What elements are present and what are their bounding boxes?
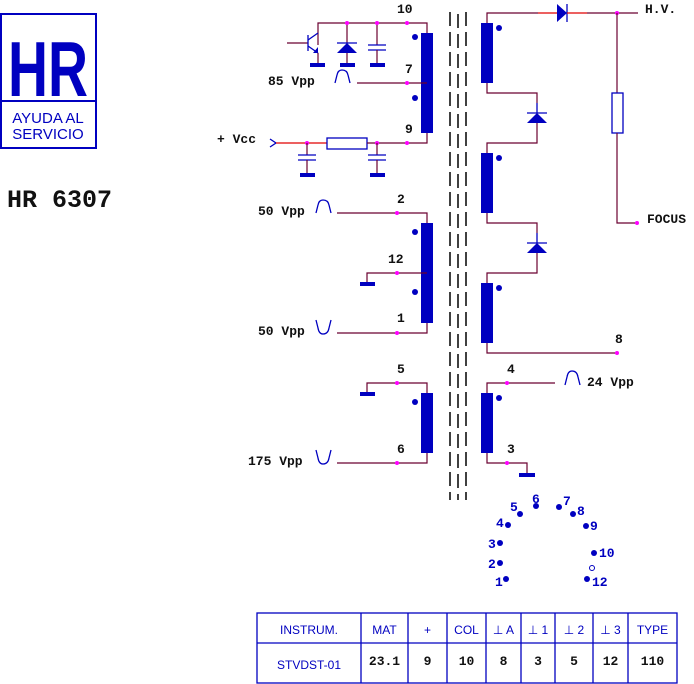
svg-text:9: 9 (590, 519, 598, 534)
svg-text:175 Vpp: 175 Vpp (248, 454, 303, 469)
svg-text:50 Vpp: 50 Vpp (258, 324, 305, 339)
table-header-cell: ⊥ 1 (528, 623, 549, 637)
inverted-pulse-icon (315, 449, 332, 465)
svg-text:12: 12 (388, 252, 404, 267)
svg-text:HR: HR (8, 25, 88, 113)
svg-text:8: 8 (615, 332, 623, 347)
cascade-diode (527, 242, 547, 253)
table-header-cell: + (424, 623, 431, 637)
cascade-diode (527, 112, 547, 123)
table-value-cell: 110 (641, 654, 665, 669)
hv-diode (557, 4, 568, 22)
svg-text:24 Vpp: 24 Vpp (587, 375, 634, 390)
svg-text:10: 10 (599, 546, 615, 561)
table-value-cell: 3 (534, 654, 542, 669)
secondary-winding-5-6: 5 6 175 Vpp (248, 362, 433, 469)
table-header-cell: COL (454, 623, 479, 637)
pulse-icon (315, 199, 332, 214)
svg-text:6: 6 (532, 492, 540, 507)
spec-table: INSTRUM. STVDST-01 MAT 23.1 +9 COL 10 ⊥ A 8 ⊥ 1 3 ⊥… (256, 612, 678, 684)
svg-text:10: 10 (397, 2, 413, 17)
high-voltage-section: H.V. 8 FOCUS (481, 2, 686, 355)
svg-text:12: 12 (592, 575, 608, 590)
vcc-input-arrow (269, 138, 278, 148)
capacitor (368, 44, 386, 67)
table-header-cell: MAT (372, 623, 397, 637)
svg-text:8: 8 (577, 504, 585, 519)
transformer-core (449, 12, 467, 500)
svg-text:+ Vcc: + Vcc (217, 132, 256, 147)
svg-text:4: 4 (507, 362, 515, 377)
model-title: HR 6307 (7, 186, 112, 215)
table-header-cell: ⊥ 2 (564, 623, 585, 637)
pulse-icon (334, 69, 351, 84)
transistor-symbol (287, 32, 325, 67)
inverted-pulse-icon (315, 319, 332, 335)
svg-text:7: 7 (563, 494, 571, 509)
table-value-cell: 12 (603, 654, 619, 669)
svg-text:4: 4 (496, 516, 504, 531)
svg-text:2: 2 (397, 192, 405, 207)
svg-text:50 Vpp: 50 Vpp (258, 204, 305, 219)
table-header-cell: TYPE (637, 623, 668, 637)
secondary-winding-2-1: 2 50 Vpp 12 1 50 Vpp (258, 192, 433, 339)
svg-text:7: 7 (405, 62, 413, 77)
svg-text:1: 1 (397, 311, 405, 326)
svg-text:SERVICIO: SERVICIO (12, 126, 83, 143)
pulse-icon (564, 370, 581, 386)
damper-diode (337, 42, 357, 67)
svg-text:FOCUS: FOCUS (647, 212, 686, 227)
svg-text:3: 3 (488, 537, 496, 552)
svg-text:3: 3 (507, 442, 515, 457)
svg-text:1: 1 (495, 575, 503, 590)
table-value-cell: STVDST-01 (277, 658, 341, 672)
table-header-cell: ⊥ A (493, 623, 514, 637)
svg-text:H.V.: H.V. (645, 2, 676, 17)
table-value-cell: 10 (459, 654, 475, 669)
table-value-cell: 8 (500, 654, 508, 669)
svg-text:9: 9 (405, 122, 413, 137)
resistor (326, 137, 368, 150)
logo: HR AYUDA AL SERVICIO (0, 13, 97, 149)
table-header-cell: ⊥ 3 (600, 623, 621, 637)
svg-text:5: 5 (397, 362, 405, 377)
svg-text:85 Vpp: 85 Vpp (268, 74, 315, 89)
focus-resistor (611, 92, 624, 134)
primary-winding: 10 7 85 Vpp 9 + Vcc (217, 2, 433, 177)
svg-text:6: 6 (397, 442, 405, 457)
pinout-diagram: 1 2 3 4 5 6 7 8 9 10 12 (488, 492, 615, 590)
table-value-cell: 5 (570, 654, 578, 669)
table-value-cell: 23.1 (369, 654, 400, 669)
svg-text:2: 2 (488, 557, 496, 572)
svg-text:AYUDA AL: AYUDA AL (12, 110, 83, 127)
svg-text:5: 5 (510, 500, 518, 515)
table-value-cell: 9 (424, 654, 432, 669)
secondary-winding-4-3: 4 24 Vpp 3 (481, 362, 634, 477)
table-header-cell: INSTRUM. (280, 623, 338, 637)
